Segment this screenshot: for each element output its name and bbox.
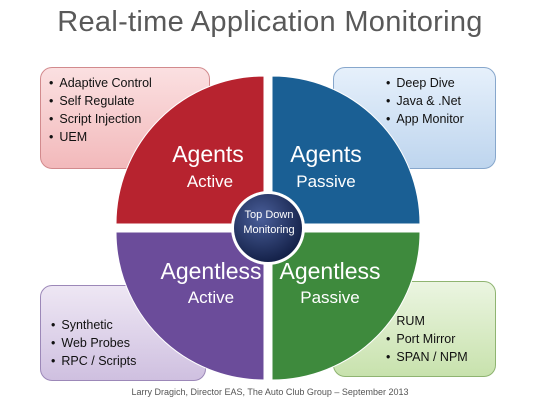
list-item: RPC / Scripts bbox=[51, 352, 136, 370]
quadrant-agentless-passive bbox=[271, 231, 421, 381]
quadrant-title: Agentless bbox=[279, 258, 380, 284]
item-list: RUM Port Mirror SPAN / NPM bbox=[386, 312, 468, 366]
list-item: Java & .Net bbox=[386, 92, 464, 110]
list-item: Synthetic bbox=[51, 316, 136, 334]
quadrant-agentless-active bbox=[115, 231, 265, 381]
quadrant-subtitle: Active bbox=[187, 172, 233, 191]
quadrant-title: Agents bbox=[172, 141, 244, 167]
list-item: Port Mirror bbox=[386, 330, 468, 348]
quadrant-title: Agents bbox=[290, 141, 362, 167]
center-label-line: Top Down bbox=[244, 209, 294, 221]
quadrant-agents-passive bbox=[271, 75, 421, 225]
list-item: App Monitor bbox=[386, 110, 463, 128]
list-item: RUM bbox=[386, 312, 468, 330]
list-item: UEM bbox=[49, 128, 152, 146]
info-box-agentless-active: Synthetic Web Probes RPC / Scripts bbox=[40, 285, 206, 381]
quadrant-subtitle: Passive bbox=[300, 288, 360, 307]
list-item: Self Regulate bbox=[49, 92, 152, 110]
quadrant-title: Agentless bbox=[160, 258, 261, 284]
list-item: Script Injection bbox=[49, 110, 152, 128]
quadrant-subtitle: Active bbox=[188, 288, 234, 307]
item-list: Deep Dive Java & .Net App Monitor bbox=[386, 74, 464, 128]
list-item: SPAN / NPM bbox=[386, 348, 467, 366]
item-list: Adaptive Control Self Regulate Script In… bbox=[49, 74, 152, 146]
author-credit: Larry Dragich, Director EAS, The Auto Cl… bbox=[131, 387, 409, 397]
center-label: Top Down Monitoring bbox=[234, 208, 304, 238]
list-item: Deep Dive bbox=[386, 74, 464, 92]
quadrant-subtitle: Passive bbox=[296, 172, 356, 191]
center-circle bbox=[234, 194, 302, 262]
page-title: Real-time Application Monitoring bbox=[57, 6, 483, 38]
list-item: Web Probes bbox=[51, 334, 136, 352]
list-item: Adaptive Control bbox=[49, 74, 151, 92]
center-label-line: Monitoring bbox=[243, 224, 295, 236]
item-list: Synthetic Web Probes RPC / Scripts bbox=[51, 316, 136, 370]
quadrant-agents-active bbox=[115, 75, 265, 225]
